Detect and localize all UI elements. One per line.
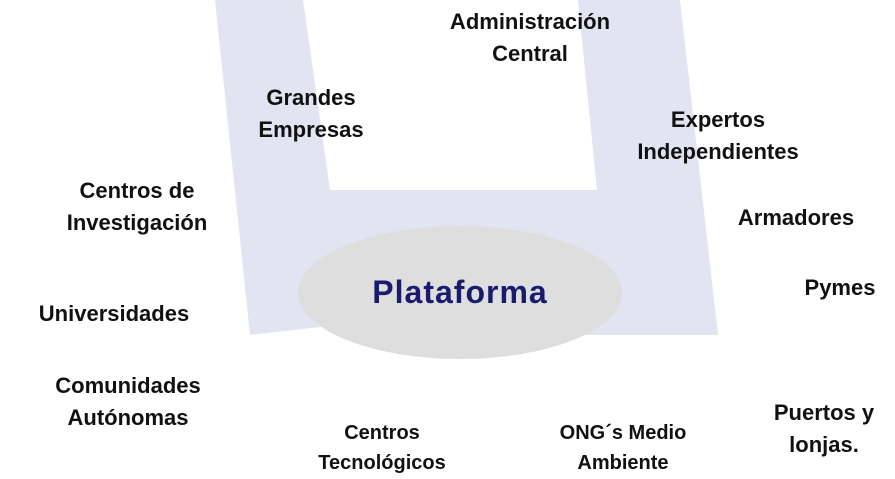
node-label-line: Central xyxy=(492,41,568,66)
node-centros-investigacion: Centros de Investigación xyxy=(67,175,208,239)
node-label-line: Centros xyxy=(344,422,420,444)
node-label-line: Investigación xyxy=(66,210,208,235)
node-label-line: Grandes xyxy=(266,85,356,110)
node-puertos-lonjas: Puertos y lonjas. xyxy=(774,397,874,461)
node-comunidades-autonomas: Comunidades Autónomas xyxy=(55,370,200,434)
node-label-line: Administración xyxy=(449,9,611,34)
node-centros-tecnologicos: Centros Tecnológicos xyxy=(318,418,445,478)
node-universidades: Universidades xyxy=(39,298,189,330)
node-expertos-independientes: Expertos Independientes xyxy=(637,104,798,168)
central-platform-ellipse: Plataforma xyxy=(298,226,622,359)
node-label-line: Centros de xyxy=(79,178,195,203)
node-pymes: Pymes xyxy=(805,272,876,304)
node-label-line: Armadores xyxy=(737,205,855,230)
node-label-line: Independientes xyxy=(637,139,799,164)
node-label-line: Tecnológicos xyxy=(318,452,446,474)
node-label-line: Ambiente xyxy=(577,452,669,474)
node-administracion-central: Administración Central xyxy=(450,6,610,70)
node-label-line: lonjas. xyxy=(789,432,859,457)
node-ong-medio-ambiente: ONG´s Medio Ambiente xyxy=(560,418,687,478)
node-label-line: Pymes xyxy=(804,275,876,300)
node-label-line: Puertos y xyxy=(773,400,875,425)
node-armadores: Armadores xyxy=(738,202,854,234)
node-grandes-empresas: Grandes Empresas xyxy=(258,82,363,146)
node-label-line: Autónomas xyxy=(67,405,189,430)
node-label-line: Empresas xyxy=(258,117,364,142)
platform-label: Plataforma xyxy=(372,274,548,310)
node-label-line: Comunidades xyxy=(55,373,201,398)
node-label-line: Expertos xyxy=(670,107,766,132)
node-label-line: ONG´s Medio xyxy=(559,422,687,444)
node-label-line: Universidades xyxy=(38,301,190,326)
